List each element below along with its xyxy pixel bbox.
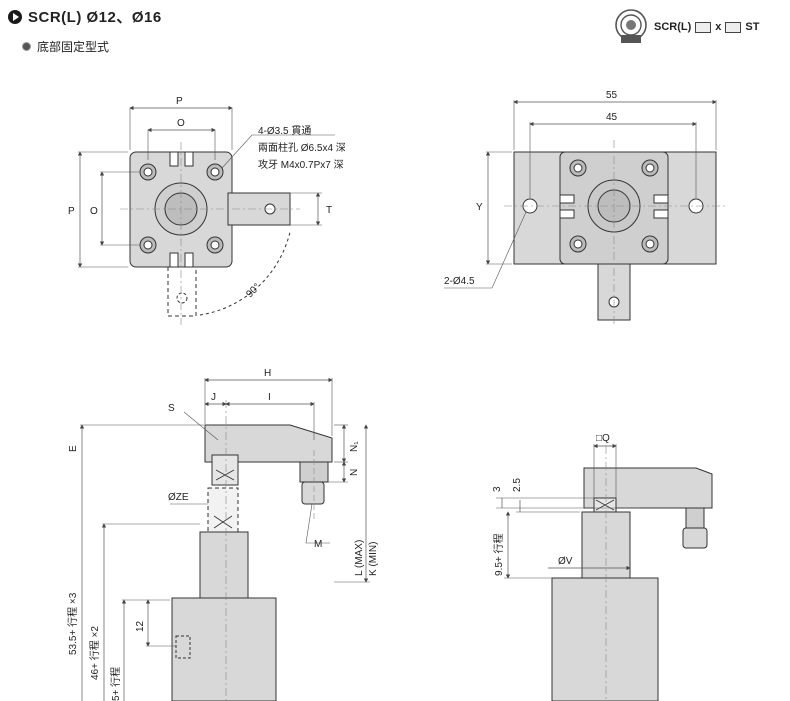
note-counterbore: 兩面柱孔 Ø6.5x4 深 (258, 141, 346, 154)
top-left-view (77, 105, 335, 325)
model-suffix: ST (745, 21, 760, 33)
dim-e: E (68, 445, 79, 452)
dim-n1: N₁ (349, 441, 360, 452)
dim-3: 3 (492, 486, 503, 492)
dim-h: H (264, 368, 271, 379)
note-tap: 攻牙 M4x0.7Px7 深 (258, 158, 344, 171)
dim-l-max: L (MAX) (354, 540, 365, 576)
dim-12: 12 (135, 620, 146, 632)
dim-o-horizontal: O (177, 118, 185, 129)
dim-s: S (168, 403, 175, 414)
dim-n: N (349, 469, 360, 476)
dim-m: M (314, 539, 322, 550)
dim-y: Y (476, 202, 483, 213)
model-box-1 (695, 21, 712, 33)
play-circle-icon (8, 9, 22, 24)
dim-p-vertical: P (68, 206, 75, 217)
dim-j: J (211, 392, 216, 403)
subtitle: 底部固定型式 (22, 38, 109, 55)
page-title: SCR(L) Ø12、Ø16 (8, 6, 162, 27)
title-text: SCR(L) Ø12、Ø16 (28, 9, 162, 26)
bottom-left-view (79, 377, 370, 701)
model-box-2 (725, 21, 742, 33)
dim-o-vertical: O (90, 206, 98, 217)
dim-q: □Q (596, 433, 610, 444)
dim-p-horizontal: P (176, 96, 183, 107)
brand-logo (615, 9, 647, 43)
model-sep: x (715, 21, 722, 33)
dim-t: T (326, 205, 332, 216)
dim-hole: 2-Ø4.5 (444, 276, 475, 287)
model-code: SCR(L) x ST (612, 8, 759, 46)
bullet-icon (22, 42, 31, 51)
dim-45: 45 (606, 112, 618, 123)
dim-v: ØV (558, 556, 573, 567)
dim-stroke: 9.5+ 行程 (492, 533, 505, 576)
note-through-hole: 4-Ø3.5 貫通 (258, 125, 311, 137)
dim-k-min: K (MIN) (368, 542, 379, 576)
dim-2-5: 2.5 (512, 478, 523, 492)
model-prefix: SCR(L) (654, 21, 692, 33)
top-right-view (444, 99, 726, 325)
dim-i: I (268, 392, 271, 403)
dim-ze: ØZE (168, 492, 189, 503)
dim-stroke-x2: 46+ 行程 ×2 (88, 626, 101, 680)
dim-stroke-x1: 5+ 行程 (109, 667, 122, 701)
dim-stroke-x3: 53.5+ 行程 ×3 (66, 592, 79, 655)
bottom-right-view (496, 443, 713, 701)
subtitle-text: 底部固定型式 (37, 40, 110, 54)
dim-55: 55 (606, 90, 618, 101)
